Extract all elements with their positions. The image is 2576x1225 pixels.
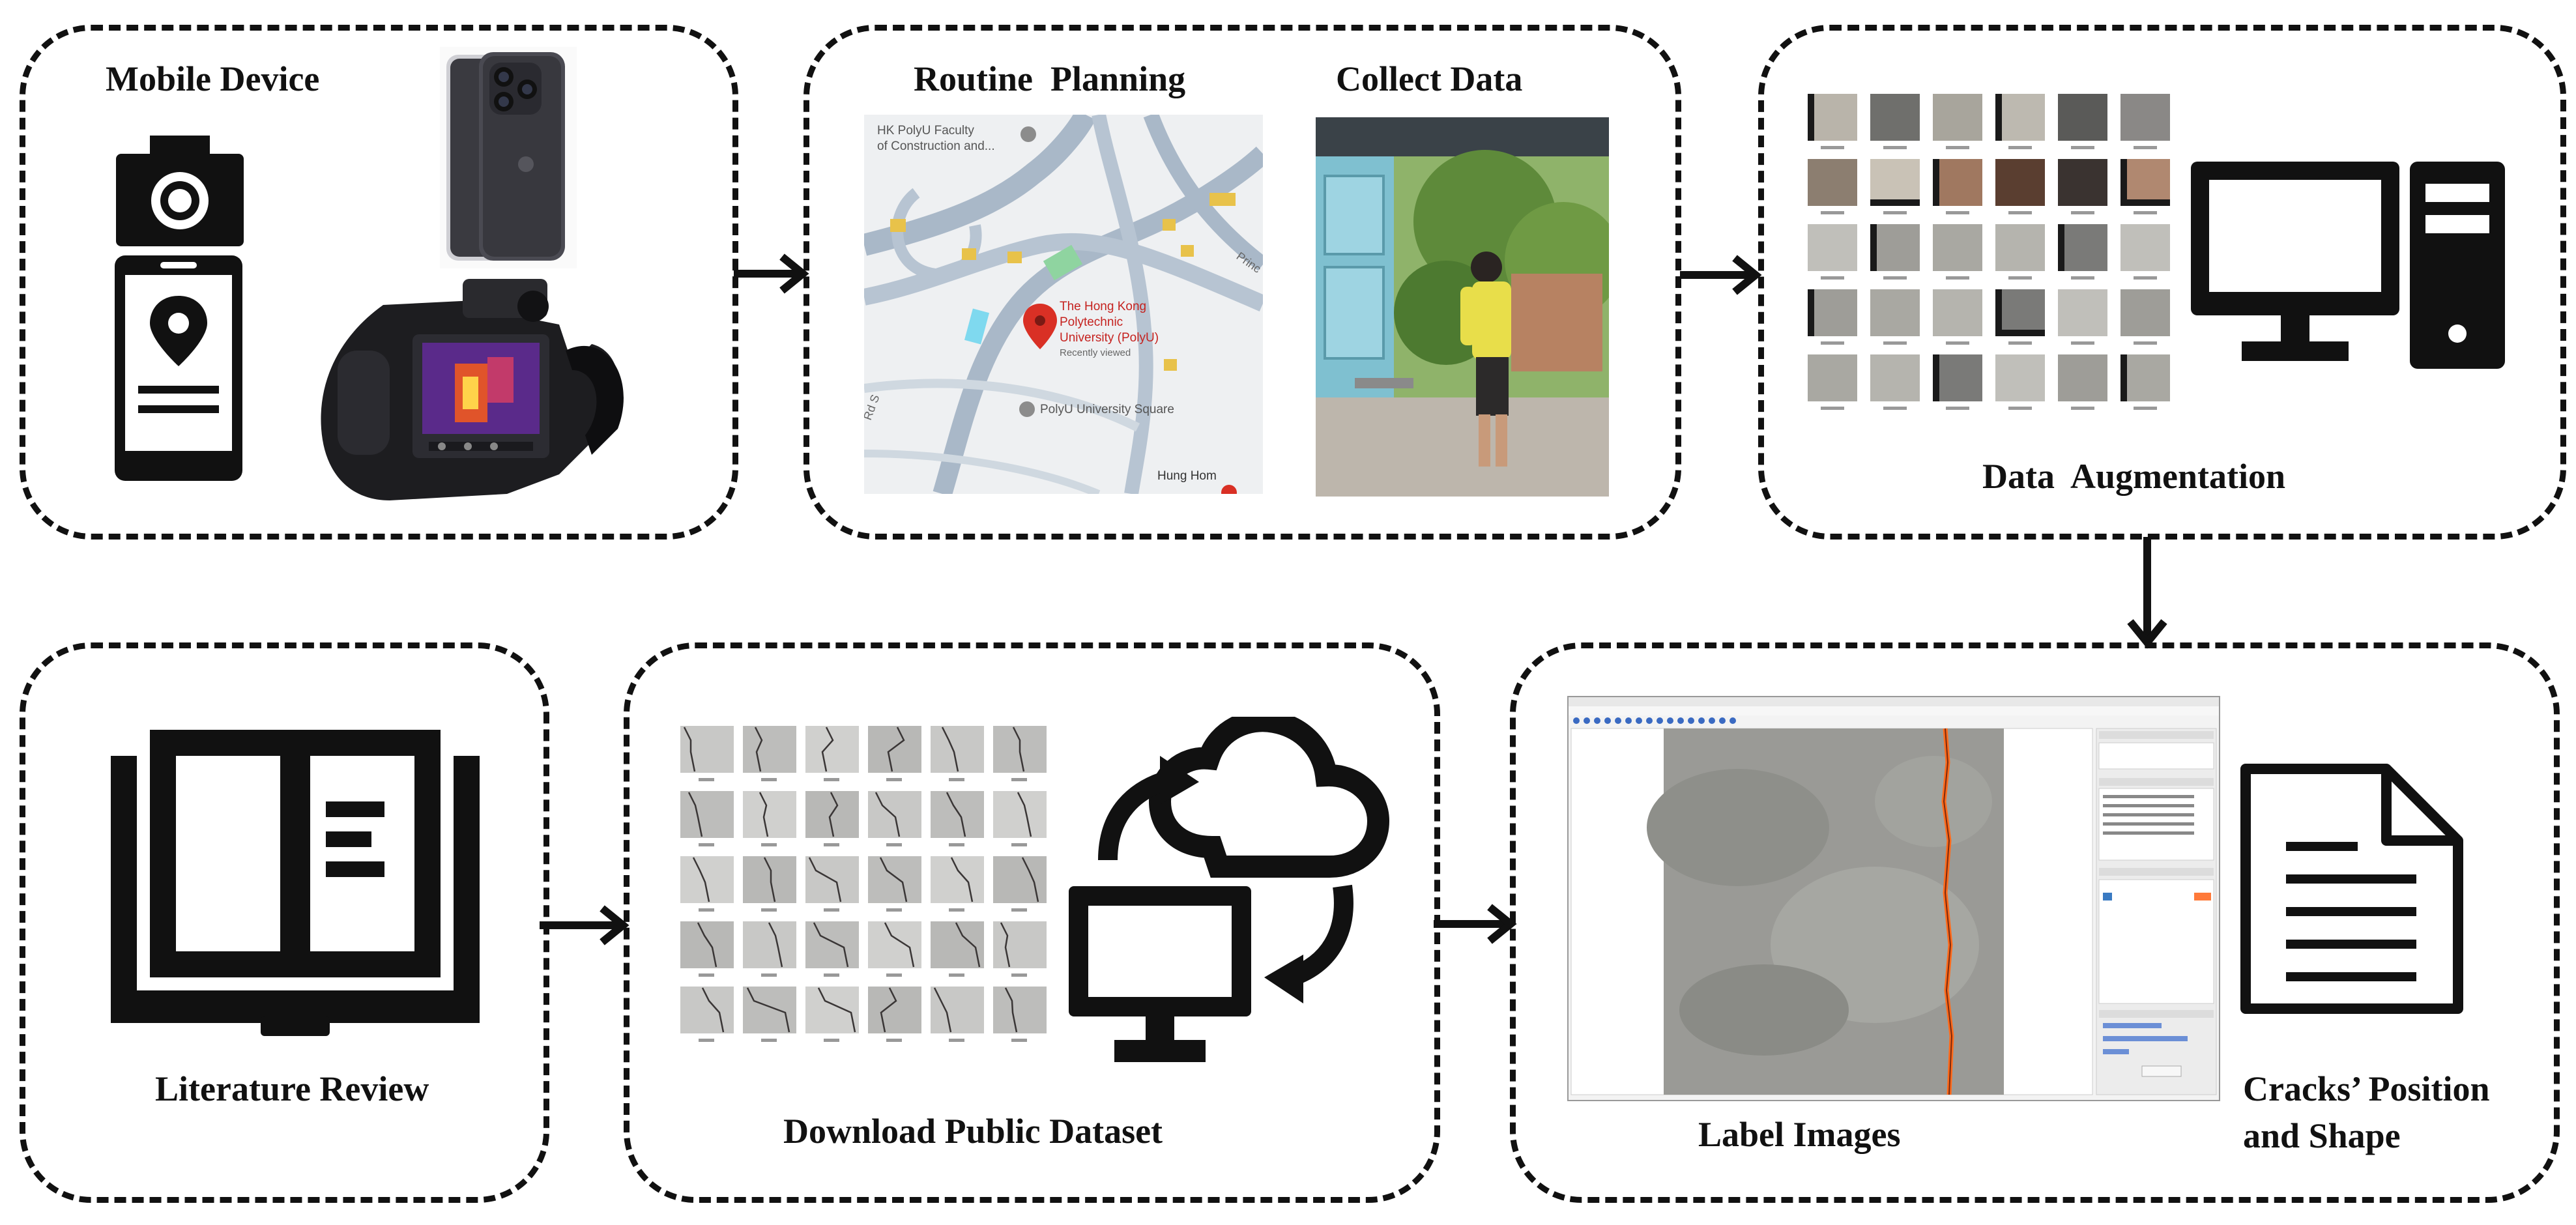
download-dataset-label: Download Public Dataset [783,1112,1163,1151]
camera-icon [116,136,244,246]
augmentation-thumbnail [2058,289,2107,345]
arrow-collect-to-augmentation [1680,255,1762,295]
arrow-mobile-to-planning [734,253,809,294]
crack-thumbnail [805,921,859,977]
map-hung-hom: Hung Hom [1157,469,1217,483]
crack-thumbnail [993,726,1047,781]
augmentation-thumbnail [1870,159,1920,214]
augmentation-thumbnail [1808,224,1857,280]
map-polyu-3: University (PolyU) [1060,331,1159,345]
crack-thumbnail [680,987,734,1042]
map-polyu-1: The Hong Kong [1060,300,1146,313]
route-map: HK PolyU Faculty of Construction and... … [864,115,1263,494]
cracks-position-label: Cracks’ Position [2243,1069,2490,1108]
phone-location-icon [115,255,242,481]
augmentation-thumbnail [2120,94,2170,149]
augmentation-thumbnail [2058,224,2107,280]
crack-thumbnail [680,726,734,781]
data-augmentation-label: Data Augmentation [1982,457,2286,496]
augmentation-thumbnail [1808,289,1857,345]
literature-review-label: Literature Review [155,1069,429,1108]
crack-thumbnail [931,987,984,1042]
document-icon [2240,764,2463,1014]
augmentation-thumbnail [1995,354,2045,410]
augmentation-thumbnail [2058,94,2107,149]
augmentation-thumbnail [1995,289,2045,345]
augmentation-thumbnail [1870,94,1920,149]
augmentation-thumbnail [2058,159,2107,214]
map-faculty-1: HK PolyU Faculty [877,124,974,137]
arrow-literature-to-dataset [540,905,630,945]
crack-thumbnail [743,726,796,781]
thermal-camera-photo [321,279,624,500]
label-images-label: Label Images [1698,1115,1901,1154]
crack-thumbnail [743,856,796,912]
crack-thumbnail [993,987,1047,1042]
augmentation-thumbnail [1870,224,1920,280]
augmentation-thumbnail [1995,224,2045,280]
augmentation-thumbnail [1995,94,2045,149]
cloud-sync-icon [1069,717,1390,1062]
crack-thumbnail [868,921,921,977]
augmentation-thumbnail [1870,354,1920,410]
augmentation-thumbnail [1808,354,1857,410]
crack-thumbnail [993,921,1047,977]
crack-thumbnail [868,791,921,846]
smartphone-photo [440,47,577,268]
augmentation-thumbnail [2120,159,2170,214]
augmentation-thumbnail [2120,224,2170,280]
crack-thumbnail [931,726,984,781]
arrow-dataset-to-label [1434,904,1517,944]
crack-thumbnail [680,856,734,912]
crack-dataset-thumbnails [680,726,1047,1042]
augmentation-thumbnail [2058,354,2107,410]
crack-thumbnail [868,856,921,912]
crack-thumbnail [743,987,796,1042]
open-book-icon [111,730,480,1036]
augmentation-thumbnail [2120,354,2170,410]
crack-thumbnail [993,856,1047,912]
crack-thumbnail [805,791,859,846]
crack-thumbnail [743,791,796,846]
labeling-tool-screenshot [1567,696,2220,1101]
augmentation-thumbnail [1933,224,1982,280]
crack-thumbnail [993,791,1047,846]
arrow-augmentation-to-label [2127,537,2167,649]
augmentation-thumbnails [1808,94,2170,410]
routine-collect-box [803,25,1681,540]
crack-thumbnail [805,987,859,1042]
map-road: Rd S [864,393,882,422]
crack-thumbnail [680,791,734,846]
crack-thumbnail [805,726,859,781]
collect-data-photo [1316,117,1609,497]
collect-data-label: Collect Data [1336,59,1523,98]
crack-thumbnail [931,856,984,912]
desktop-computer-icon [2191,162,2505,369]
augmentation-thumbnail [2120,289,2170,345]
map-faculty-2: of Construction and... [877,139,995,153]
cracks-shape-label: and Shape [2243,1116,2401,1155]
crack-thumbnail [868,726,921,781]
crack-thumbnail [931,921,984,977]
map-square: PolyU University Square [1040,403,1174,416]
augmentation-thumbnail [1933,159,1982,214]
crack-thumbnail [931,791,984,846]
augmentation-thumbnail [1933,289,1982,345]
map-polyu-2: Polytechnic [1060,315,1123,329]
data-augmentation-box [1758,25,2566,540]
mobile-device-box [20,25,738,540]
routine-planning-label: Routine Planning [914,59,1186,98]
crack-thumbnail [743,921,796,977]
crack-thumbnail [868,987,921,1042]
crack-thumbnail [680,921,734,977]
mobile-device-label: Mobile Device [106,59,320,98]
augmentation-thumbnail [1933,94,1982,149]
map-recently-viewed: Recently viewed [1060,347,1131,358]
augmentation-thumbnail [1808,94,1857,149]
augmentation-thumbnail [1995,159,2045,214]
augmentation-thumbnail [1933,354,1982,410]
augmentation-thumbnail [1870,289,1920,345]
crack-thumbnail [805,856,859,912]
augmentation-thumbnail [1808,159,1857,214]
